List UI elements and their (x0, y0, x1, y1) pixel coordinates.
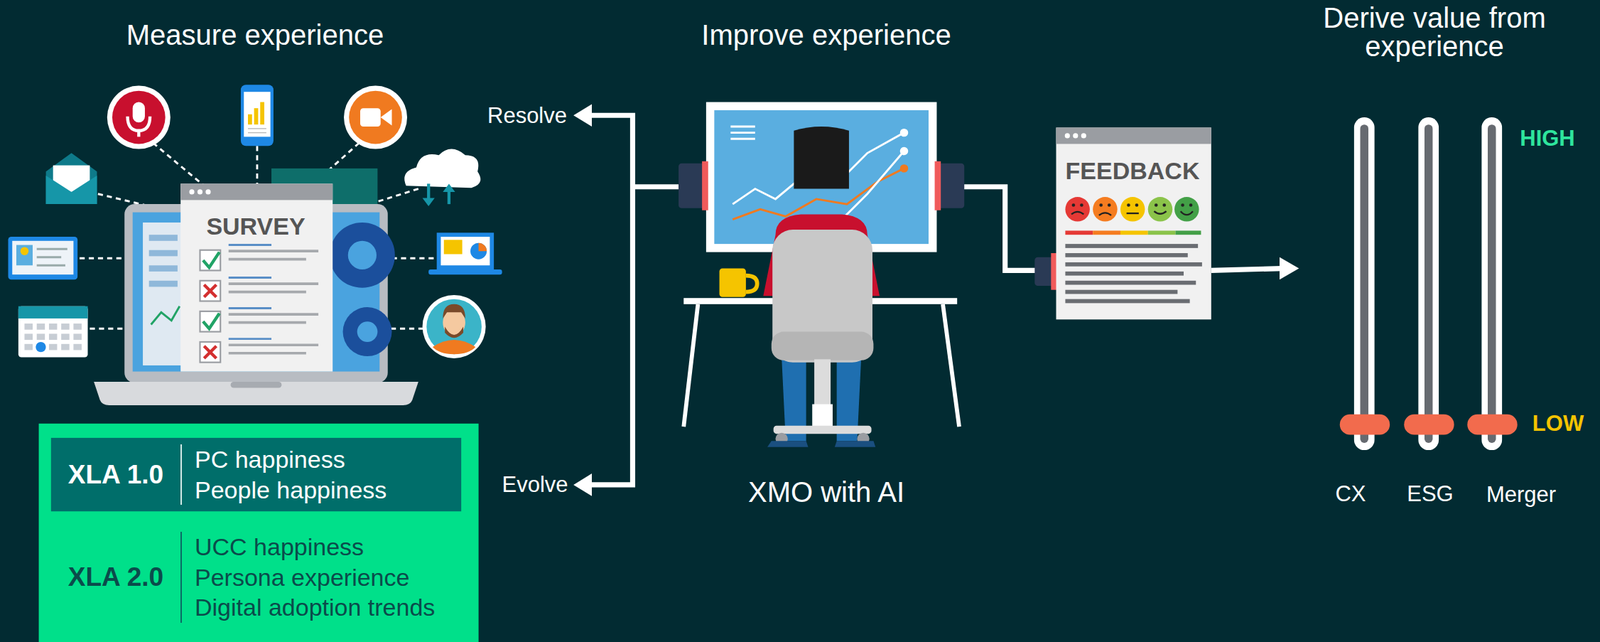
xla-block: XLA 2.0UCC happinessPersona experienceDi… (51, 515, 479, 639)
output-arrow (1211, 268, 1282, 271)
figure-caption: XMO with AI (748, 476, 905, 508)
laptop (93, 168, 419, 405)
phone-icon (240, 84, 274, 146)
xla-version: XLA 2.0 (51, 561, 181, 592)
wire (964, 186, 1041, 271)
video-icon (343, 85, 408, 150)
slider-label: Merger (1486, 482, 1556, 507)
item-list: UCC happinessPersona experienceDigital a… (180, 531, 435, 623)
arrow-label: Evolve (501, 472, 568, 497)
laptop-chart-icon (428, 232, 502, 275)
section-heading: Derive value from experience (1299, 3, 1570, 61)
sheet-title: SURVEY (206, 213, 305, 240)
cloud-icon (404, 149, 481, 207)
mic-icon (107, 85, 171, 150)
tablet-icon (7, 236, 78, 280)
slider-label: CX (1334, 481, 1366, 506)
slider-label: ESG (1406, 481, 1453, 506)
xla-band: XLA 1.0PC happinessPeople happiness (51, 437, 462, 511)
mail-icon (46, 152, 98, 204)
xla-item: PC happiness (194, 444, 387, 475)
sheet-title: FEEDBACK (1065, 157, 1200, 185)
xla-item: UCC happiness (194, 531, 435, 562)
xla-panel (39, 423, 479, 642)
section-heading: Improve experience (701, 19, 951, 51)
survey-sheet (180, 183, 333, 371)
sliders (1339, 117, 1518, 450)
arrow-label: Resolve (487, 103, 567, 128)
feedback-sheet (1055, 127, 1211, 320)
avatar-icon (422, 294, 486, 359)
section-heading: Measure experience (126, 19, 384, 51)
bracket-arrows (586, 115, 679, 485)
calendar-icon (18, 306, 89, 358)
xla-item: Digital adoption trends (194, 591, 435, 623)
scale-label: HIGH (1519, 126, 1576, 151)
workstation (678, 102, 965, 447)
xla-version: XLA 1.0 (51, 459, 181, 490)
xla-item: People happiness (194, 474, 387, 506)
xla-band (51, 437, 462, 511)
scale-label: LOW (1532, 411, 1584, 436)
xla-item: Persona experience (194, 561, 435, 593)
item-list: PC happinessPeople happiness (180, 444, 387, 505)
